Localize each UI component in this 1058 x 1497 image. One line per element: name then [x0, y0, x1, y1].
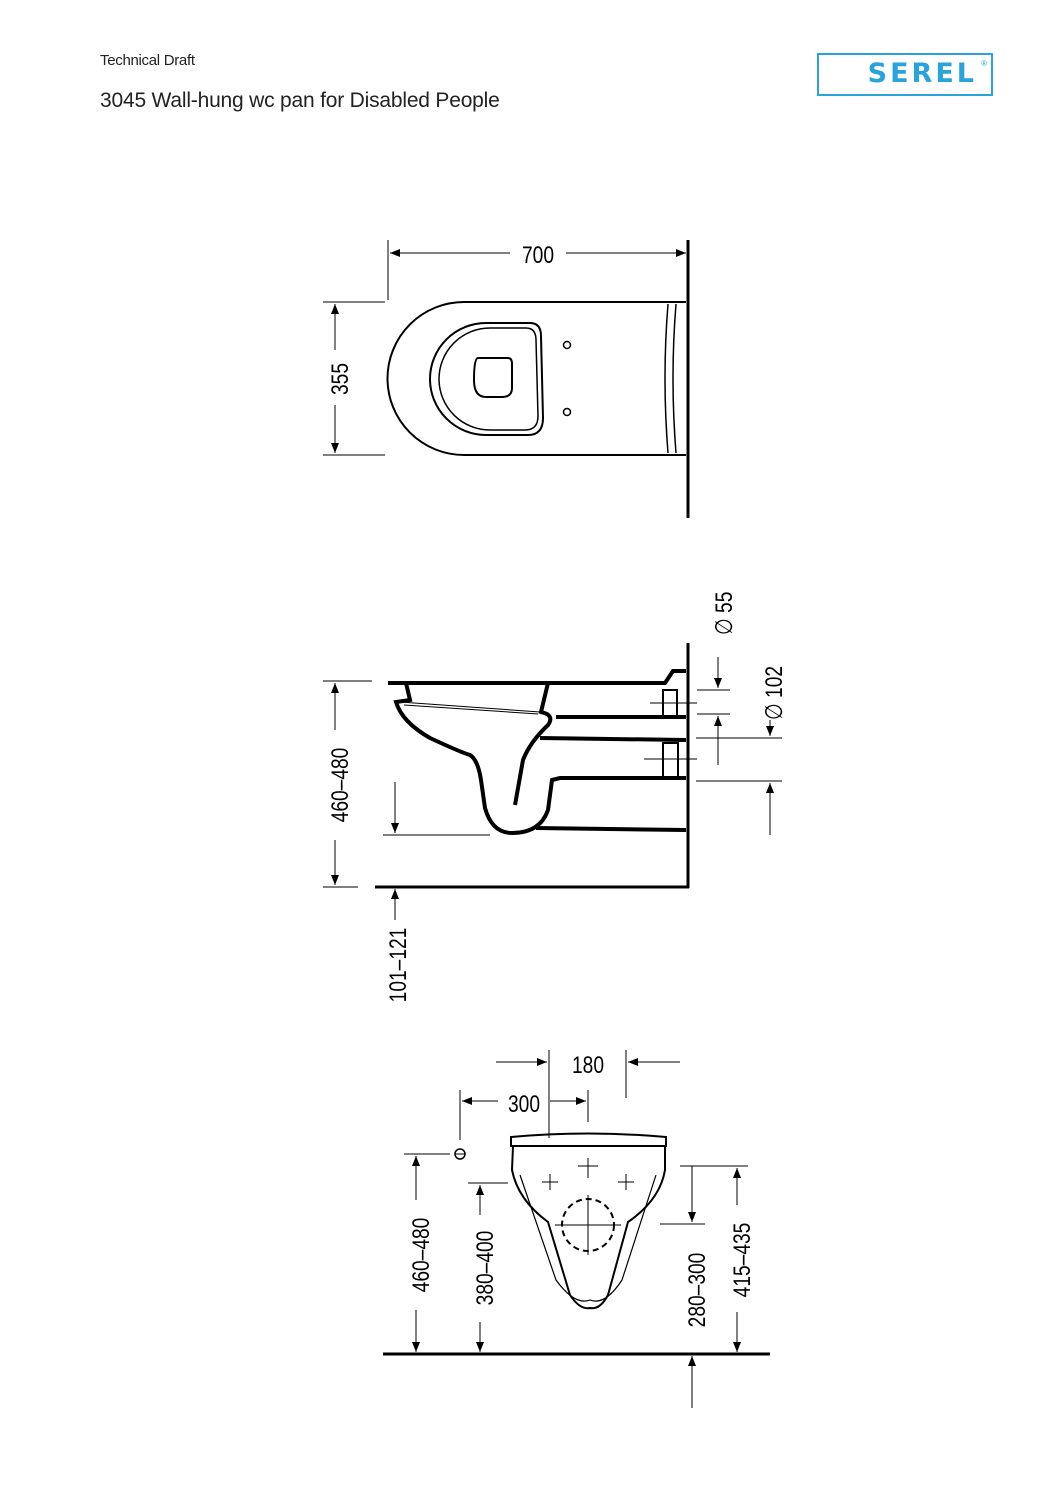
seat-inner-outline [438, 327, 539, 431]
front-height-label: 460–480 [407, 1218, 435, 1293]
pan-outline [386, 301, 686, 456]
wall-flange [664, 303, 677, 454]
length-label: 700 [522, 241, 554, 269]
logo-registered-mark: ® [981, 59, 987, 68]
document-subtitle: Technical Draft [100, 52, 195, 69]
pan-top [510, 1132, 667, 1147]
pan-inner-line [519, 1174, 657, 1302]
fixing-hole [562, 407, 572, 417]
pan-outline [510, 1145, 666, 1310]
front-view: 180 300 460–480 380–400 280–300 415–435 [383, 1050, 770, 1408]
rim-line [399, 701, 541, 715]
outlet-diameter-label: ∅ 102 [760, 666, 788, 720]
spacing-300-label: 300 [508, 1090, 540, 1118]
fixing-crosses [542, 1158, 634, 1255]
logo-text: SEREL [867, 58, 977, 89]
floor-gap-label: 101–121 [384, 928, 412, 1003]
spacing-180-label: 180 [572, 1051, 604, 1079]
side-view: ∅ 55 ∅ 102 460–480 101–121 [323, 592, 788, 1003]
outlet-height-label: 280–300 [683, 1253, 711, 1328]
width-label: 355 [326, 363, 354, 395]
inlet-diameter-label: ∅ 55 [710, 592, 738, 635]
inlet-height-label: 380–400 [471, 1231, 499, 1306]
fixing-height-label: 415–435 [728, 1223, 756, 1298]
serel-logo: SEREL ® [817, 53, 993, 96]
document-title: 3045 Wall-hung wc pan for Disabled Peopl… [100, 89, 500, 112]
top-view: 700 355 [323, 240, 690, 518]
fixing-hole [562, 340, 572, 350]
bowl-inner-trap [388, 681, 553, 806]
pan-body-lines [535, 669, 687, 832]
bowl-opening [472, 357, 513, 398]
outlet-spigot [662, 742, 679, 778]
bowl-outer [388, 681, 686, 836]
height-label: 460–480 [326, 748, 354, 823]
seat-outline [429, 322, 545, 436]
